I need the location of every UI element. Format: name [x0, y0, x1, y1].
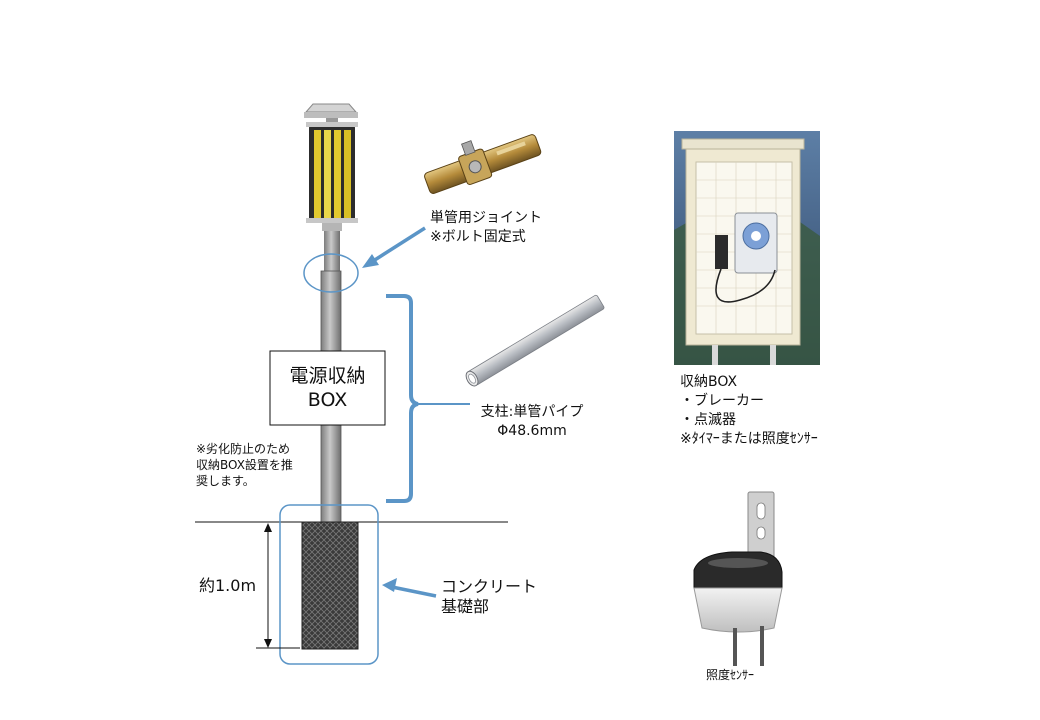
- joint-arrow: [362, 226, 426, 268]
- concrete-foundation: [301, 521, 359, 650]
- pipe-name: 支柱:単管パイプ: [480, 404, 584, 420]
- joint-name: 単管用ジョイント: [430, 210, 542, 226]
- storage-box-item-flasher: ・点滅器: [680, 412, 736, 428]
- joint-label: 単管用ジョイント ※ボルト固定式: [430, 209, 542, 247]
- depth-label: 約1.0m: [199, 576, 257, 595]
- foundation-arrow: [382, 578, 437, 598]
- foundation-line1: コンクリート: [441, 577, 538, 596]
- sensor-label: 照度ｾﾝｻｰ: [706, 668, 755, 682]
- foundation-line2: 基礎部: [441, 597, 490, 616]
- power-box-line1: 電源収納: [289, 365, 366, 387]
- depth-dimension: [256, 523, 300, 649]
- pipe-label: 支柱:単管パイプ Φ48.6mm: [473, 403, 591, 441]
- storage-box-title: 収納BOX: [680, 374, 738, 390]
- power-box-rect: [269, 350, 386, 426]
- recommend-note-line1: ※劣化防止のため: [196, 442, 291, 456]
- power-box-line2: BOX: [307, 389, 348, 411]
- steel-pipe-image: [465, 294, 605, 387]
- foundation-label: コンクリート 基礎部: [441, 577, 537, 617]
- pipe-bracket: [386, 294, 419, 503]
- recommend-note: ※劣化防止のため 収納BOX設置を推 奨します。: [196, 441, 293, 489]
- storage-box-photo: [674, 131, 820, 365]
- upper-pole: [324, 231, 340, 271]
- led-lamp: [304, 103, 358, 231]
- foundation-highlight-rect: [279, 504, 379, 665]
- storage-box-item-timer: ※ﾀｲﾏｰまたは照度ｾﾝｻｰ: [680, 431, 818, 447]
- storage-box-label: 収納BOX ・ブレーカー ・点滅器 ※ﾀｲﾏｰまたは照度ｾﾝｻｰ: [680, 373, 818, 449]
- power-box-label: 電源収納 BOX: [270, 364, 385, 412]
- storage-box-item-breaker: ・ブレーカー: [680, 393, 764, 409]
- recommend-note-line3: 奨します。: [196, 474, 255, 488]
- joint-clamp-image: [424, 134, 542, 194]
- joint-note: ※ボルト固定式: [430, 229, 526, 245]
- joint-highlight-ellipse: [303, 253, 359, 293]
- recommend-note-line2: 収納BOX設置を推: [196, 458, 293, 472]
- pipe-size: Φ48.6mm: [497, 423, 567, 439]
- light-sensor-photo: [693, 491, 783, 666]
